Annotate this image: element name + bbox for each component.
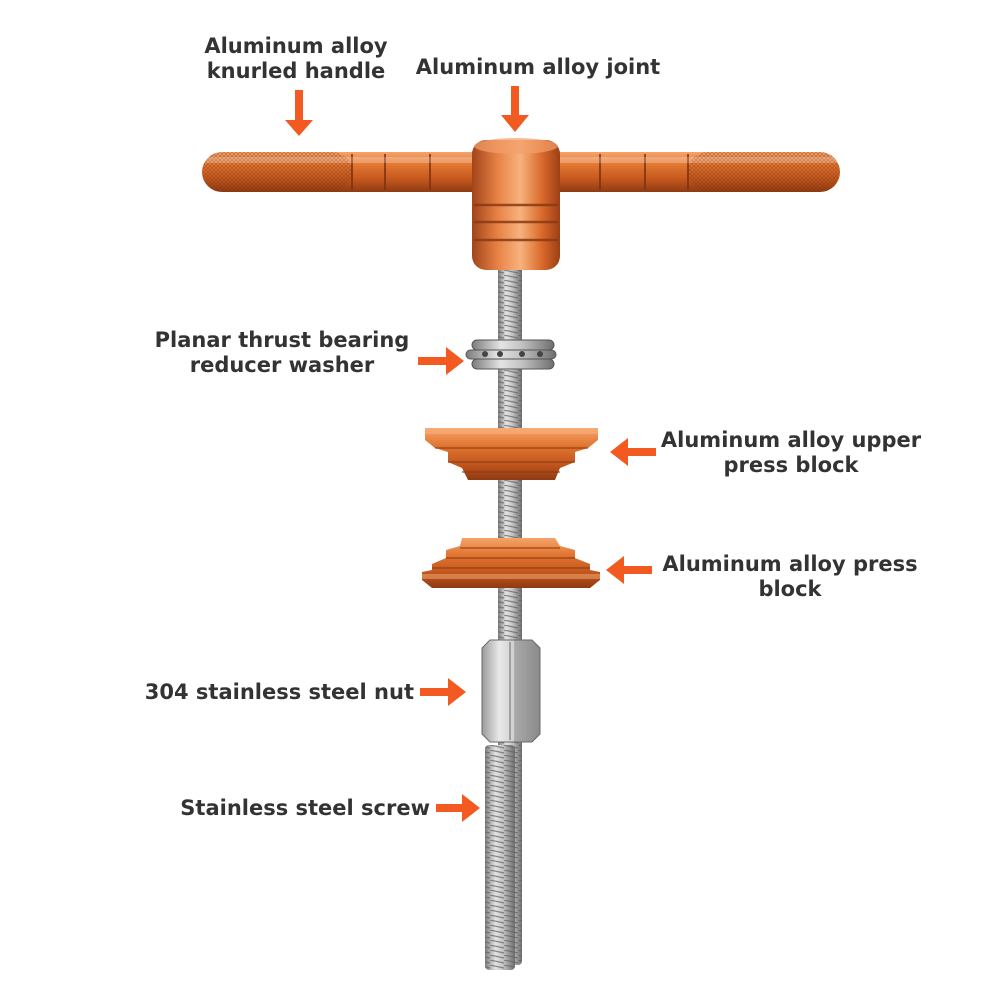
arrow-icon — [606, 556, 652, 584]
press-block — [422, 538, 600, 588]
stainless-steel-nut — [481, 639, 541, 743]
aluminum-joint — [472, 138, 560, 270]
arrow-icon — [420, 678, 466, 706]
arrow-icon — [285, 90, 313, 136]
label-joint: Aluminum alloy joint — [415, 55, 661, 79]
stainless-steel-screw — [485, 265, 522, 970]
label-screw: Stainless steel screw — [180, 796, 430, 820]
label-nut: 304 stainless steel nut — [144, 680, 414, 704]
label-washer: Planar thrust bearing reducer washer — [154, 328, 410, 377]
arrow-icon — [501, 86, 529, 132]
arrow-icon — [436, 794, 480, 822]
thrust-bearing-washer — [465, 339, 557, 370]
arrow-icon — [418, 347, 464, 375]
label-upper-press-block: Aluminum alloy upper press block — [660, 428, 922, 477]
label-press-block: Aluminum alloy press block — [662, 552, 918, 601]
label-handle: Aluminum alloy knurled handle — [204, 34, 388, 83]
arrow-icon — [610, 438, 656, 466]
upper-press-block — [425, 428, 598, 480]
